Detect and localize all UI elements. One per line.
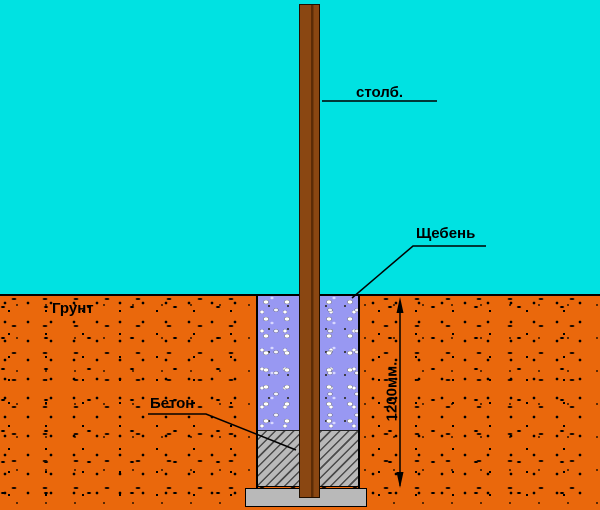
depth-dimension-label: 1200мм.: [383, 361, 401, 422]
concrete-label: Бетон: [150, 395, 195, 412]
fence-post: [299, 4, 320, 498]
gravel-label: Щебень: [416, 225, 476, 242]
soil-label: Грунт: [52, 300, 94, 317]
post-label: столб.: [356, 84, 404, 101]
